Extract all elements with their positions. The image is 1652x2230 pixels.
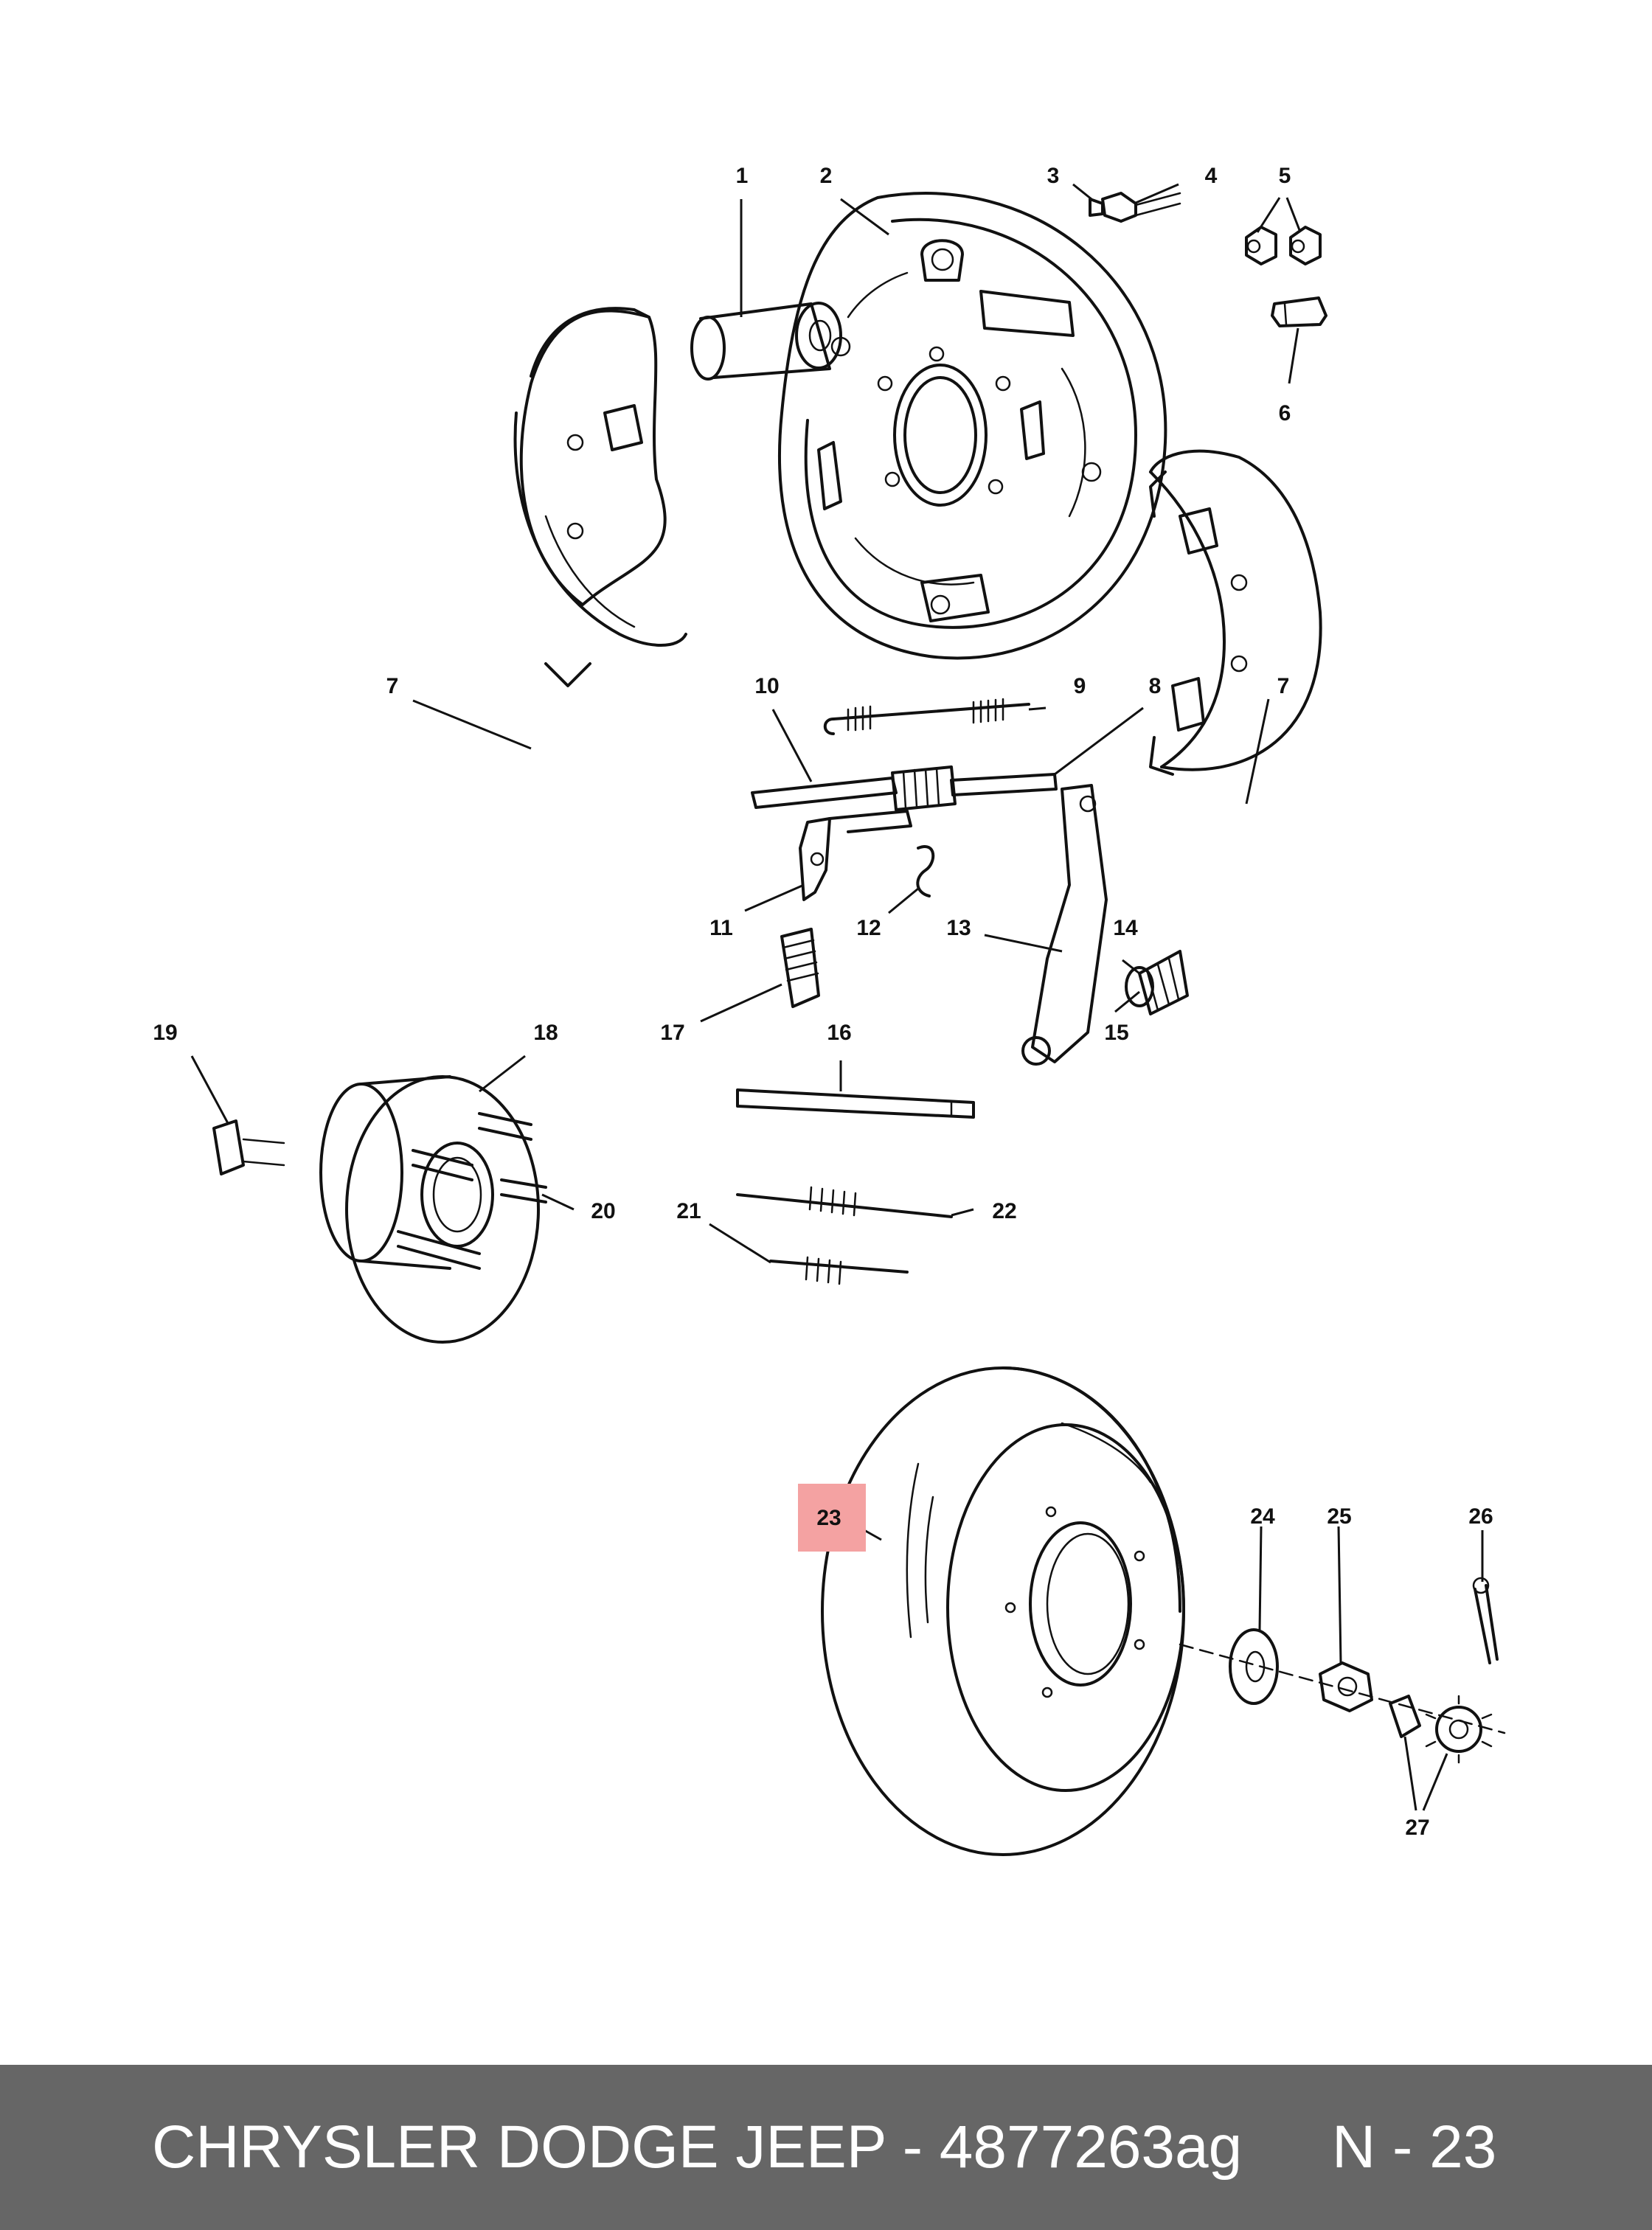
wheel-studs (397, 1112, 547, 1270)
clip (1271, 296, 1328, 327)
wheel-cylinder (690, 302, 842, 381)
label-18: 18 (533, 1021, 558, 1045)
brake-shoe-right (1149, 449, 1322, 776)
cotter-pin (1472, 1577, 1499, 1664)
label-23: 23 (816, 1506, 841, 1530)
label-19: 19 (153, 1021, 177, 1045)
label-2: 2 (820, 164, 833, 188)
label-3: 3 (1047, 164, 1060, 188)
label-24: 24 (1250, 1504, 1275, 1529)
label-1: 1 (736, 164, 749, 188)
parking-brake-lever (1021, 784, 1108, 1066)
label-6: 6 (1279, 401, 1291, 425)
strut (736, 1088, 975, 1119)
callout-labels: 1 2 3 4 5 6 7 7 8 9 10 11 12 13 14 15 16… (153, 164, 1493, 1840)
label-25: 25 (1327, 1504, 1351, 1529)
upper-spring (823, 698, 1030, 735)
label-14: 14 (1113, 916, 1138, 940)
footer-title: CHRYSLER DODGE JEEP - 4877263ag (152, 2113, 1243, 2181)
adjuster-screw (751, 765, 1058, 811)
adjuster-lever (799, 810, 912, 901)
label-13: 13 (946, 916, 971, 940)
label-22: 22 (992, 1199, 1016, 1223)
backing-plate (777, 192, 1167, 660)
leader-lines (190, 183, 1484, 1811)
label-20: 20 (591, 1199, 615, 1223)
brake-exploded-diagram: 1 2 3 4 5 6 7 7 8 9 10 11 12 13 14 15 16… (153, 164, 1506, 1856)
bleeder-screw (1089, 192, 1181, 223)
lower-springs (736, 1186, 953, 1285)
adjuster-spring (916, 845, 935, 897)
return-spring (780, 928, 820, 1008)
footer-page-number: N - 23 (1332, 2113, 1497, 2181)
plugs (1245, 226, 1322, 265)
label-9: 9 (1074, 674, 1086, 698)
label-26: 26 (1468, 1504, 1493, 1529)
label-8: 8 (1149, 674, 1162, 698)
label-7-right: 7 (1277, 674, 1290, 698)
axle-centerline (1179, 1643, 1506, 1734)
nut (1319, 1661, 1373, 1712)
label-11: 11 (709, 916, 733, 940)
hub (319, 1075, 540, 1344)
label-7-left: 7 (386, 674, 399, 698)
label-16: 16 (827, 1021, 851, 1045)
label-15: 15 (1104, 1021, 1128, 1045)
label-27: 27 (1405, 1816, 1429, 1840)
label-12: 12 (856, 916, 881, 940)
label-10: 10 (754, 674, 779, 698)
bolt (212, 1119, 285, 1175)
label-17: 17 (660, 1021, 684, 1045)
label-5: 5 (1279, 164, 1291, 188)
brake-shoe-left (513, 307, 687, 687)
highlight-box (798, 1484, 866, 1552)
footer-bar: CHRYSLER DODGE JEEP - 4877263ag N - 23 (0, 2065, 1652, 2230)
brake-drum (821, 1366, 1185, 1856)
label-21: 21 (676, 1199, 701, 1223)
label-4: 4 (1205, 164, 1218, 188)
washer (1229, 1628, 1279, 1705)
hold-down-spring (1125, 950, 1189, 1015)
